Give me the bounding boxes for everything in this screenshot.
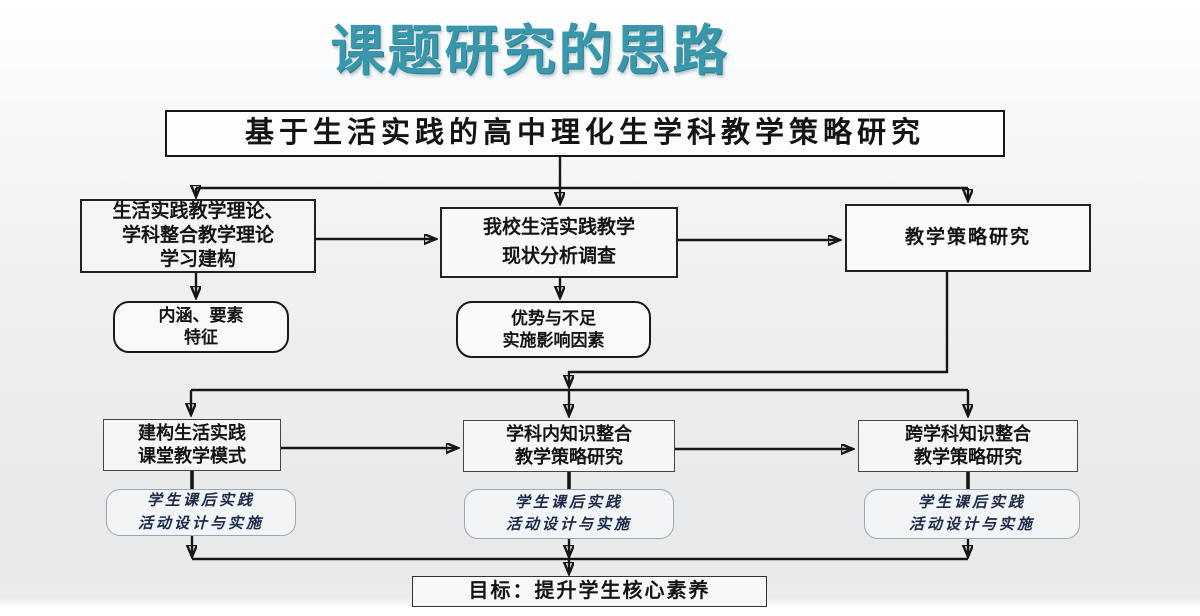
connotation-line-1: 内涵、要素 [158,306,244,326]
intra-subject-node-box: 学科内知识整合 教学策略研究 [463,420,675,472]
slide-bottom-margin [0,608,1200,616]
practice-left-box: 学生课后实践 活动设计与实施 [106,489,296,536]
cross-line-1: 跨学科知识整合 [905,424,1031,445]
practice-right-line-1: 学生课后实践 [917,493,1026,511]
goal-label: 目标：提升学生核心素养 [468,579,711,602]
cross-subject-node-box: 跨学科知识整合 教学策略研究 [858,420,1078,472]
model-line-2: 课堂教学模式 [138,446,246,466]
model-line-1: 建构生活实践 [138,423,246,444]
intra-line-1: 学科内知识整合 [506,424,632,445]
slide-title: 课题研究的思路 [330,21,730,81]
practice-left-line-2: 活动设计与实施 [137,514,264,532]
connotation-line-2: 特征 [184,328,218,347]
advantage-line-1: 优势与不足 [511,308,596,328]
advantage-callout-box: 优势与不足 实施影响因素 [456,301,651,358]
connotation-callout-box: 内涵、要素 特征 [113,301,289,353]
model-node-box: 建构生活实践 课堂教学模式 [103,419,281,471]
theory-line-1: 生活实践教学理论、 [112,200,284,222]
theory-node-box: 生活实践教学理论、 学科整合教学理论 学习建构 [80,199,316,273]
practice-left-line-1: 学生课后实践 [146,492,255,509]
goal-box: 目标：提升学生核心素养 [412,576,767,607]
practice-right-line-2: 活动设计与实施 [908,516,1035,533]
theory-line-3: 学习建构 [159,249,236,271]
practice-middle-line-2: 活动设计与实施 [505,516,632,533]
theory-line-2: 学科整合教学理论 [121,224,274,246]
practice-middle-box: 学生课后实践 活动设计与实施 [464,489,674,539]
status-line-2: 现状分析调查 [501,245,616,267]
strategy-node-box: 教学策略研究 [845,204,1091,272]
root-topic-box: 基于生活实践的高中理化生学科教学策略研究 [165,110,1005,157]
root-topic-label: 基于生活实践的高中理化生学科教学策略研究 [244,117,925,150]
cross-line-2: 教学策略研究 [914,447,1022,467]
practice-right-box: 学生课后实践 活动设计与实施 [864,489,1080,539]
intra-line-2: 教学策略研究 [515,447,623,467]
status-line-1: 我校生活实践教学 [482,217,635,238]
advantage-line-2: 实施影响因素 [502,330,605,350]
status-survey-node-box: 我校生活实践教学 现状分析调查 [440,207,678,278]
arrow-strategy-down-path [569,272,949,386]
strategy-label: 教学策略研究 [904,226,1031,248]
practice-middle-line-1: 学生课后实践 [514,493,623,511]
